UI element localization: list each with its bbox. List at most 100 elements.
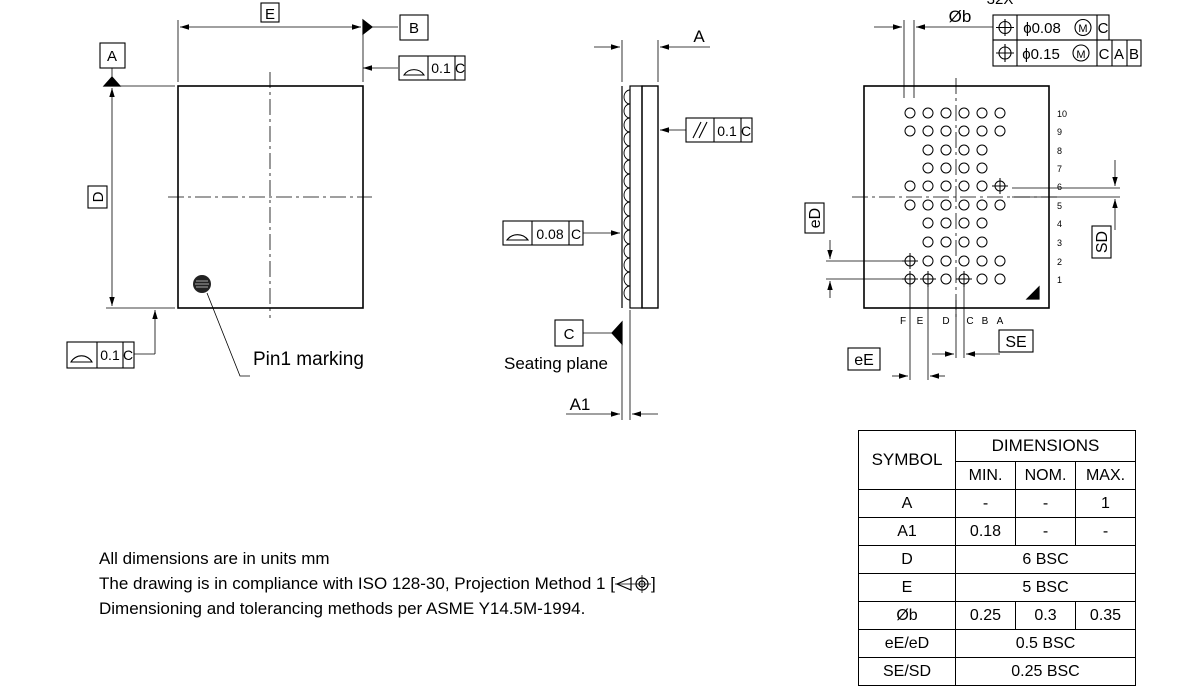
row-label: 4 (1057, 219, 1062, 229)
fcf2-modifier: M (1076, 49, 1085, 61)
side-view (566, 40, 710, 420)
table-cell-min: 0.25 (955, 601, 1016, 630)
solder-ball (940, 273, 952, 285)
dim-ed-box (804, 202, 825, 234)
solder-ball (922, 217, 934, 229)
solder-ball (958, 180, 970, 192)
dim-a-label: A (693, 27, 705, 46)
solder-ball (940, 199, 952, 211)
dim-a1-label: A1 (570, 395, 591, 414)
datum-c-label: C (564, 326, 575, 343)
datum-c-triangle (611, 320, 623, 346)
flatness-side-value: 0.08 (536, 226, 563, 242)
table-cell-nom: - (1015, 517, 1076, 546)
solder-ball (976, 144, 988, 156)
table-row: A--1 (858, 489, 1136, 518)
dim-e-box (260, 2, 280, 23)
row-label: 7 (1057, 164, 1062, 174)
ball-count-label: 32X (987, 0, 1014, 8)
solder-ball (940, 180, 952, 192)
solder-ball (940, 144, 952, 156)
row-label: 8 (1057, 146, 1062, 156)
solder-ball (958, 199, 970, 211)
fcf2-ref-a: A (1114, 46, 1124, 63)
ball-crosshair (920, 271, 936, 287)
substrate-side (629, 85, 643, 309)
ball-crosshair (902, 271, 918, 287)
solder-ball (976, 236, 988, 248)
solder-ball (904, 180, 916, 192)
table-cell-span: 5 BSC (955, 573, 1136, 602)
pin1-label: Pin1 marking (253, 349, 364, 370)
fcf2-ref-c: C (1099, 46, 1110, 63)
datum-b-label: B (409, 20, 419, 37)
table-cell-symbol: SE/SD (858, 657, 956, 686)
datum-c-box (554, 319, 584, 347)
row-label: 1 (1057, 275, 1062, 285)
column-label: E (917, 316, 924, 327)
row-label: 3 (1057, 238, 1062, 248)
solder-ball (958, 107, 970, 119)
table-cell-symbol: A (858, 489, 956, 518)
solder-ball (940, 217, 952, 229)
table-cell-symbol: eE/eD (858, 629, 956, 658)
table-cell-min: - (955, 489, 1016, 518)
ball-crosshair (956, 271, 972, 287)
solder-ball (994, 273, 1006, 285)
datum-a-triangle (102, 76, 122, 87)
dim-ed-label: eD (807, 208, 824, 228)
datum-a-box (99, 42, 126, 69)
parallel-ref: C (741, 123, 751, 139)
dim-sd-box (1091, 225, 1112, 259)
table-cell-max: 1 (1075, 489, 1136, 518)
a1-corner-marker (1025, 285, 1040, 300)
column-label: C (966, 316, 973, 327)
solder-ball (976, 107, 988, 119)
solder-ball (922, 236, 934, 248)
row-label: 9 (1057, 127, 1062, 137)
column-label: F (900, 316, 906, 327)
solder-ball (922, 107, 934, 119)
column-label: B (982, 316, 989, 327)
solder-ball (922, 255, 934, 267)
solder-ball (976, 255, 988, 267)
dim-sd-label: SD (1094, 231, 1111, 253)
top-view (102, 18, 398, 377)
solder-ball (904, 107, 916, 119)
solder-ball (922, 125, 934, 137)
solder-ball (976, 125, 988, 137)
column-label: A (997, 316, 1004, 327)
dim-ee-label: eE (854, 352, 874, 369)
table-cell-symbol: D (858, 545, 956, 574)
solder-ball (940, 107, 952, 119)
solder-ball (940, 255, 952, 267)
datum-a-label: A (107, 48, 117, 65)
table-cell-symbol: Øb (858, 601, 956, 630)
table-cell-max: - (1075, 517, 1136, 546)
table-cell-span: 0.25 BSC (955, 657, 1136, 686)
solder-ball (994, 107, 1006, 119)
column-label: D (942, 316, 949, 327)
solder-ball (922, 180, 934, 192)
note-iso: The drawing is in compliance with ISO 12… (99, 571, 656, 596)
ball-grid (902, 107, 1008, 287)
row-label: 6 (1057, 182, 1062, 192)
datum-b-box (399, 14, 429, 41)
ball-crosshair (902, 253, 918, 269)
dim-d-box (87, 185, 108, 209)
flatness-top-ref: C (455, 60, 465, 76)
solder-ball (976, 162, 988, 174)
projection-method-icon (614, 575, 651, 593)
datum-b-triangle (362, 18, 373, 36)
solder-ball (940, 162, 952, 174)
flatness-bottom-ref: C (123, 347, 133, 363)
solder-ball (976, 217, 988, 229)
table-cell-span: 0.5 BSC (955, 629, 1136, 658)
dim-se-label: SE (1005, 334, 1026, 351)
table-header-nom: NOM. (1015, 461, 1076, 490)
